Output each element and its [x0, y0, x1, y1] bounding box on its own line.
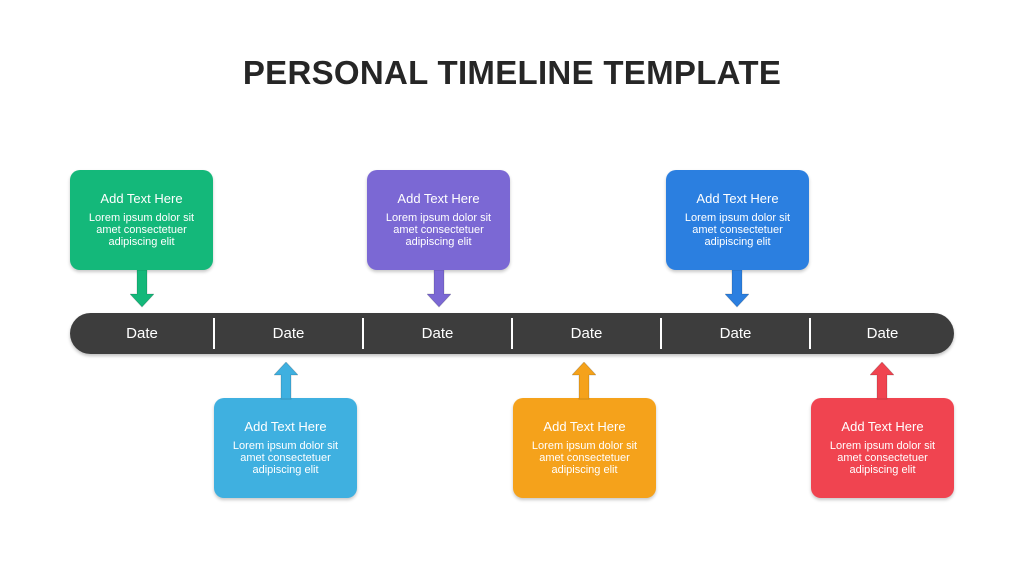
- event-body: Lorem ipsum dolor sit amet consectetuer …: [531, 440, 638, 476]
- arrow-down-icon: [130, 270, 154, 308]
- timeline-divider: [362, 318, 364, 349]
- timeline-divider: [511, 318, 513, 349]
- arrow-shape: [274, 362, 298, 400]
- timeline-date-6: Date: [866, 325, 899, 342]
- event-body: Lorem ipsum dolor sit amet consectetuer …: [232, 440, 339, 476]
- arrow-shape: [130, 270, 154, 308]
- timeline-date-2: Date: [272, 325, 305, 342]
- event-heading: Add Text Here: [244, 419, 327, 434]
- page-title: PERSONAL TIMELINE TEMPLATE: [242, 54, 782, 91]
- event-box-4: Add Text Here Lorem ipsum dolor sit amet…: [513, 398, 656, 498]
- event-heading: Add Text Here: [543, 419, 626, 434]
- arrow-down-icon: [725, 270, 749, 308]
- event-heading: Add Text Here: [397, 191, 480, 206]
- event-heading: Add Text Here: [696, 191, 779, 206]
- event-heading: Add Text Here: [100, 191, 183, 206]
- event-box-5: Add Text Here Lorem ipsum dolor sit amet…: [666, 170, 809, 270]
- event-body: Lorem ipsum dolor sit amet consectetuer …: [684, 212, 791, 248]
- arrow-down-icon: [427, 270, 451, 308]
- event-box-2: Add Text Here Lorem ipsum dolor sit amet…: [214, 398, 357, 498]
- arrow-shape: [427, 270, 451, 308]
- arrow-shape: [870, 362, 894, 400]
- event-box-6: Add Text Here Lorem ipsum dolor sit amet…: [811, 398, 954, 498]
- timeline-date-4: Date: [570, 325, 603, 342]
- timeline-date-5: Date: [719, 325, 752, 342]
- event-body: Lorem ipsum dolor sit amet consectetuer …: [385, 212, 492, 248]
- event-box-3: Add Text Here Lorem ipsum dolor sit amet…: [367, 170, 510, 270]
- event-heading: Add Text Here: [841, 419, 924, 434]
- arrow-up-icon: [572, 362, 596, 400]
- timeline-date-3: Date: [421, 325, 454, 342]
- arrow-up-icon: [274, 362, 298, 400]
- arrow-up-icon: [870, 362, 894, 400]
- timeline-divider: [660, 318, 662, 349]
- timeline-divider: [213, 318, 215, 349]
- timeline-divider: [809, 318, 811, 349]
- timeline-bar: Date Date Date Date Date Date: [70, 313, 954, 354]
- arrow-shape: [572, 362, 596, 400]
- timeline-date-1: Date: [126, 325, 158, 342]
- arrow-shape: [725, 270, 749, 308]
- event-body: Lorem ipsum dolor sit amet consectetuer …: [88, 212, 195, 248]
- event-body: Lorem ipsum dolor sit amet consectetuer …: [829, 440, 936, 476]
- event-box-1: Add Text Here Lorem ipsum dolor sit amet…: [70, 170, 213, 270]
